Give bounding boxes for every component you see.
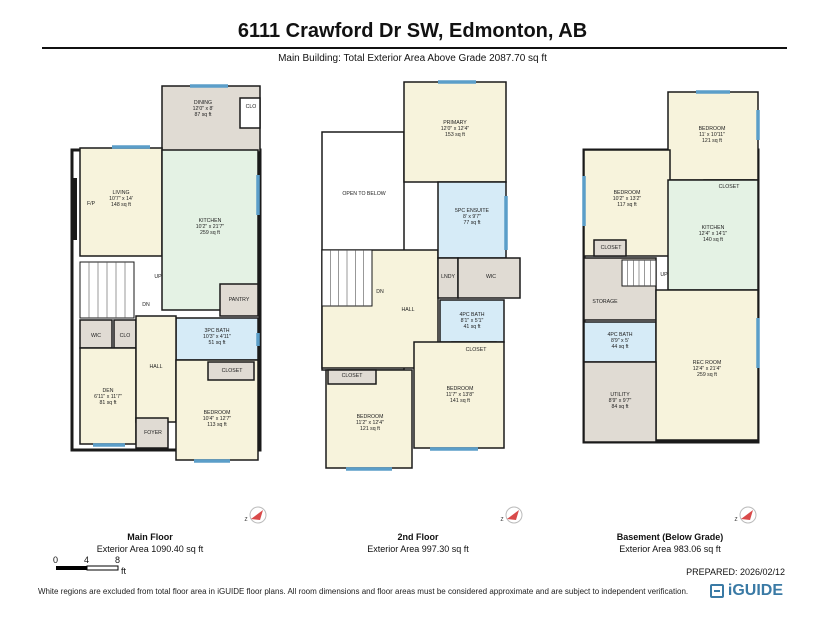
- second-label-dn: DN: [376, 289, 384, 295]
- basement-compass-z: Z: [734, 517, 737, 523]
- basement-label-up: UP: [660, 272, 668, 278]
- basement-name: Basement (Below Grade): [616, 532, 724, 542]
- main-label-hall: HALL: [150, 364, 163, 370]
- main-label-clo: CLO: [120, 333, 131, 339]
- main-compass: [249, 506, 267, 524]
- iguide-logo-text: iGUIDE: [727, 582, 783, 599]
- second-label-closet-a: CLOSET: [466, 347, 488, 353]
- scale-bar-white: [86, 565, 119, 571]
- main-pantry: [219, 283, 259, 317]
- footnote: White regions are excluded from total fl…: [38, 587, 689, 596]
- scale-tick-8: 8: [115, 555, 121, 565]
- main-hall: [135, 315, 177, 423]
- basement-utility: [583, 361, 657, 443]
- page-subtitle: Main Building: Total Exterior Area Above…: [278, 53, 547, 64]
- second-label-wic: WIC: [486, 274, 496, 280]
- second-label-lndy: LNDY: [441, 274, 455, 280]
- second-compass-needle: [507, 510, 519, 520]
- main-3pc-bath: [175, 317, 259, 361]
- scale-bar-black: [56, 566, 87, 570]
- basement-closet-b: [593, 239, 627, 257]
- basement-label-closet-a: CLOSET: [719, 184, 741, 190]
- second-closet-b: [327, 369, 377, 385]
- second-floor-name: 2nd Floor: [397, 532, 439, 542]
- basement-label-storage: STORAGE: [592, 299, 618, 305]
- scale-tick-4: 4: [84, 555, 90, 565]
- main-clo-dining: [239, 97, 261, 129]
- second-floor-caption: 2nd Floor Exterior Area 997.30 sq ft: [358, 531, 478, 555]
- second-compass-z: Z: [500, 517, 503, 523]
- main-foyer: [135, 417, 169, 449]
- second-label-open: OPEN TO BELOW: [342, 191, 385, 197]
- main-label-wic: WIC: [91, 333, 101, 339]
- main-compass-needle: [251, 510, 263, 520]
- basement-label-closet-b: CLOSET: [601, 245, 623, 251]
- second-bedroom-b: [413, 341, 505, 449]
- main-floor-area: Exterior Area 1090.40 sq ft: [96, 544, 204, 554]
- second-primary: [403, 81, 507, 183]
- second-label-hall: HALL: [402, 307, 415, 313]
- second-label-closet-b: CLOSET: [342, 373, 364, 379]
- main-label-dn: DN: [142, 302, 150, 308]
- basement-bedroom-b: [583, 149, 671, 257]
- scale-unit: ft: [121, 566, 127, 576]
- main-compass-z: Z: [244, 517, 247, 523]
- main-label-foyer: FOYER: [144, 430, 162, 436]
- iguide-logo-icon: [709, 584, 724, 598]
- prepared-date: PREPARED: 2026/02/12: [686, 567, 785, 577]
- main-label-fp: F/P: [87, 201, 96, 207]
- iguide-logo: iGUIDE: [709, 582, 783, 600]
- second-4pc-bath: [439, 299, 505, 343]
- page-title: 6111 Crawford Dr SW, Edmonton, AB: [237, 20, 588, 42]
- second-floor-area: Exterior Area 997.30 sq ft: [367, 544, 469, 554]
- basement-compass: [739, 506, 757, 524]
- second-compass: [505, 506, 523, 524]
- main-label-pantry: PANTRY: [229, 297, 250, 303]
- main-closet: [207, 361, 255, 381]
- main-floor-name: Main Floor: [127, 532, 173, 542]
- main-den: [79, 347, 137, 445]
- main-label-clo-dining: CLO: [246, 104, 257, 110]
- second-wic: [457, 257, 521, 299]
- basement-compass-needle: [741, 510, 753, 520]
- basement-area: Exterior Area 983.06 sq ft: [619, 544, 721, 554]
- basement-caption: Basement (Below Grade) Exterior Area 983…: [605, 531, 735, 555]
- main-label-closet: CLOSET: [222, 368, 244, 374]
- main-label-up: UP: [154, 274, 162, 280]
- basement-kitchen: [667, 179, 759, 291]
- main-floor-caption: Main Floor Exterior Area 1090.40 sq ft: [90, 531, 210, 555]
- scale-tick-0: 0: [53, 555, 59, 565]
- title-divider: [42, 47, 787, 49]
- main-living-room: [79, 147, 163, 257]
